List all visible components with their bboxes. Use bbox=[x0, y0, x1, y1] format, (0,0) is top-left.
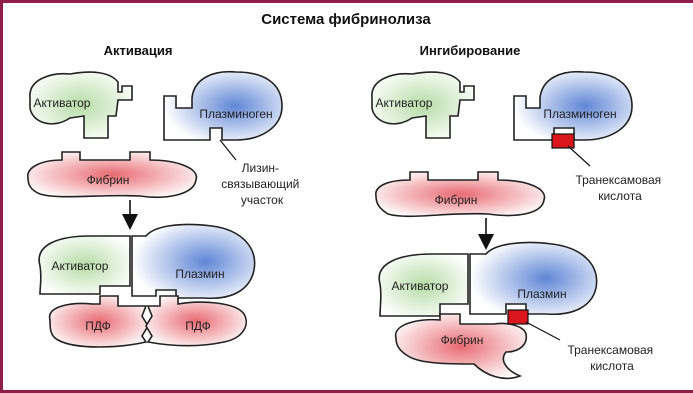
fdp-fragments: ПДФ ПДФ bbox=[50, 296, 247, 347]
fibrin-label: Фибрин bbox=[87, 173, 130, 187]
fibrin-molecule: Фибрин bbox=[28, 152, 197, 197]
activator-bottom-label: Активатор bbox=[52, 259, 109, 273]
inhibition-activator-molecule: Активатор bbox=[372, 72, 474, 138]
tranexamic-pointer-top bbox=[568, 146, 590, 166]
inhibition-fibrin-bottom-label: Фибрин bbox=[441, 333, 484, 347]
inhibition-complex: Активатор Плазмин Фибрин bbox=[379, 242, 596, 378]
inhibition-plasminogen-label: Плазминоген bbox=[543, 107, 616, 121]
fdp-right-label: ПДФ bbox=[185, 319, 211, 333]
tranexamic-pointer-bottom bbox=[526, 322, 560, 340]
plasmin-label: Плазмин bbox=[175, 267, 224, 281]
binding-site-label: Лизин- связывающий участок bbox=[221, 161, 302, 207]
inhibition-plasmin-label: Плазмин bbox=[517, 287, 566, 301]
plasminogen-label: Плазминоген bbox=[199, 107, 272, 121]
tranexamic-label-bottom: Транексамовая кислота bbox=[567, 343, 656, 373]
inhibition-activator-label: Активатор bbox=[376, 96, 433, 110]
activator-plasmin-complex: Активатор Плазмин bbox=[39, 224, 254, 298]
inhibition-activator-bottom-label: Активатор bbox=[392, 279, 449, 293]
activator-label: Активатор bbox=[34, 96, 91, 110]
tranexamic-acid-block-top bbox=[552, 134, 574, 148]
activator-molecule: Активатор bbox=[30, 72, 132, 138]
fdp-left-label: ПДФ bbox=[85, 319, 111, 333]
activation-title: Активация bbox=[104, 43, 173, 58]
inhibition-title: Ингибирование bbox=[420, 43, 521, 58]
binding-site-pointer bbox=[220, 140, 236, 160]
inhibition-fibrin-molecule: Фибрин bbox=[376, 172, 545, 216]
tranexamic-acid-block-bottom bbox=[508, 310, 528, 324]
diagram-title: Система фибринолиза bbox=[261, 11, 431, 28]
tranexamic-label-top: Транексамовая кислота bbox=[575, 173, 664, 203]
plasminogen-molecule: Плазминоген bbox=[164, 72, 282, 140]
inhibition-plasminogen-molecule: Плазминоген bbox=[514, 72, 632, 148]
inhibition-fibrin-label: Фибрин bbox=[435, 193, 478, 207]
